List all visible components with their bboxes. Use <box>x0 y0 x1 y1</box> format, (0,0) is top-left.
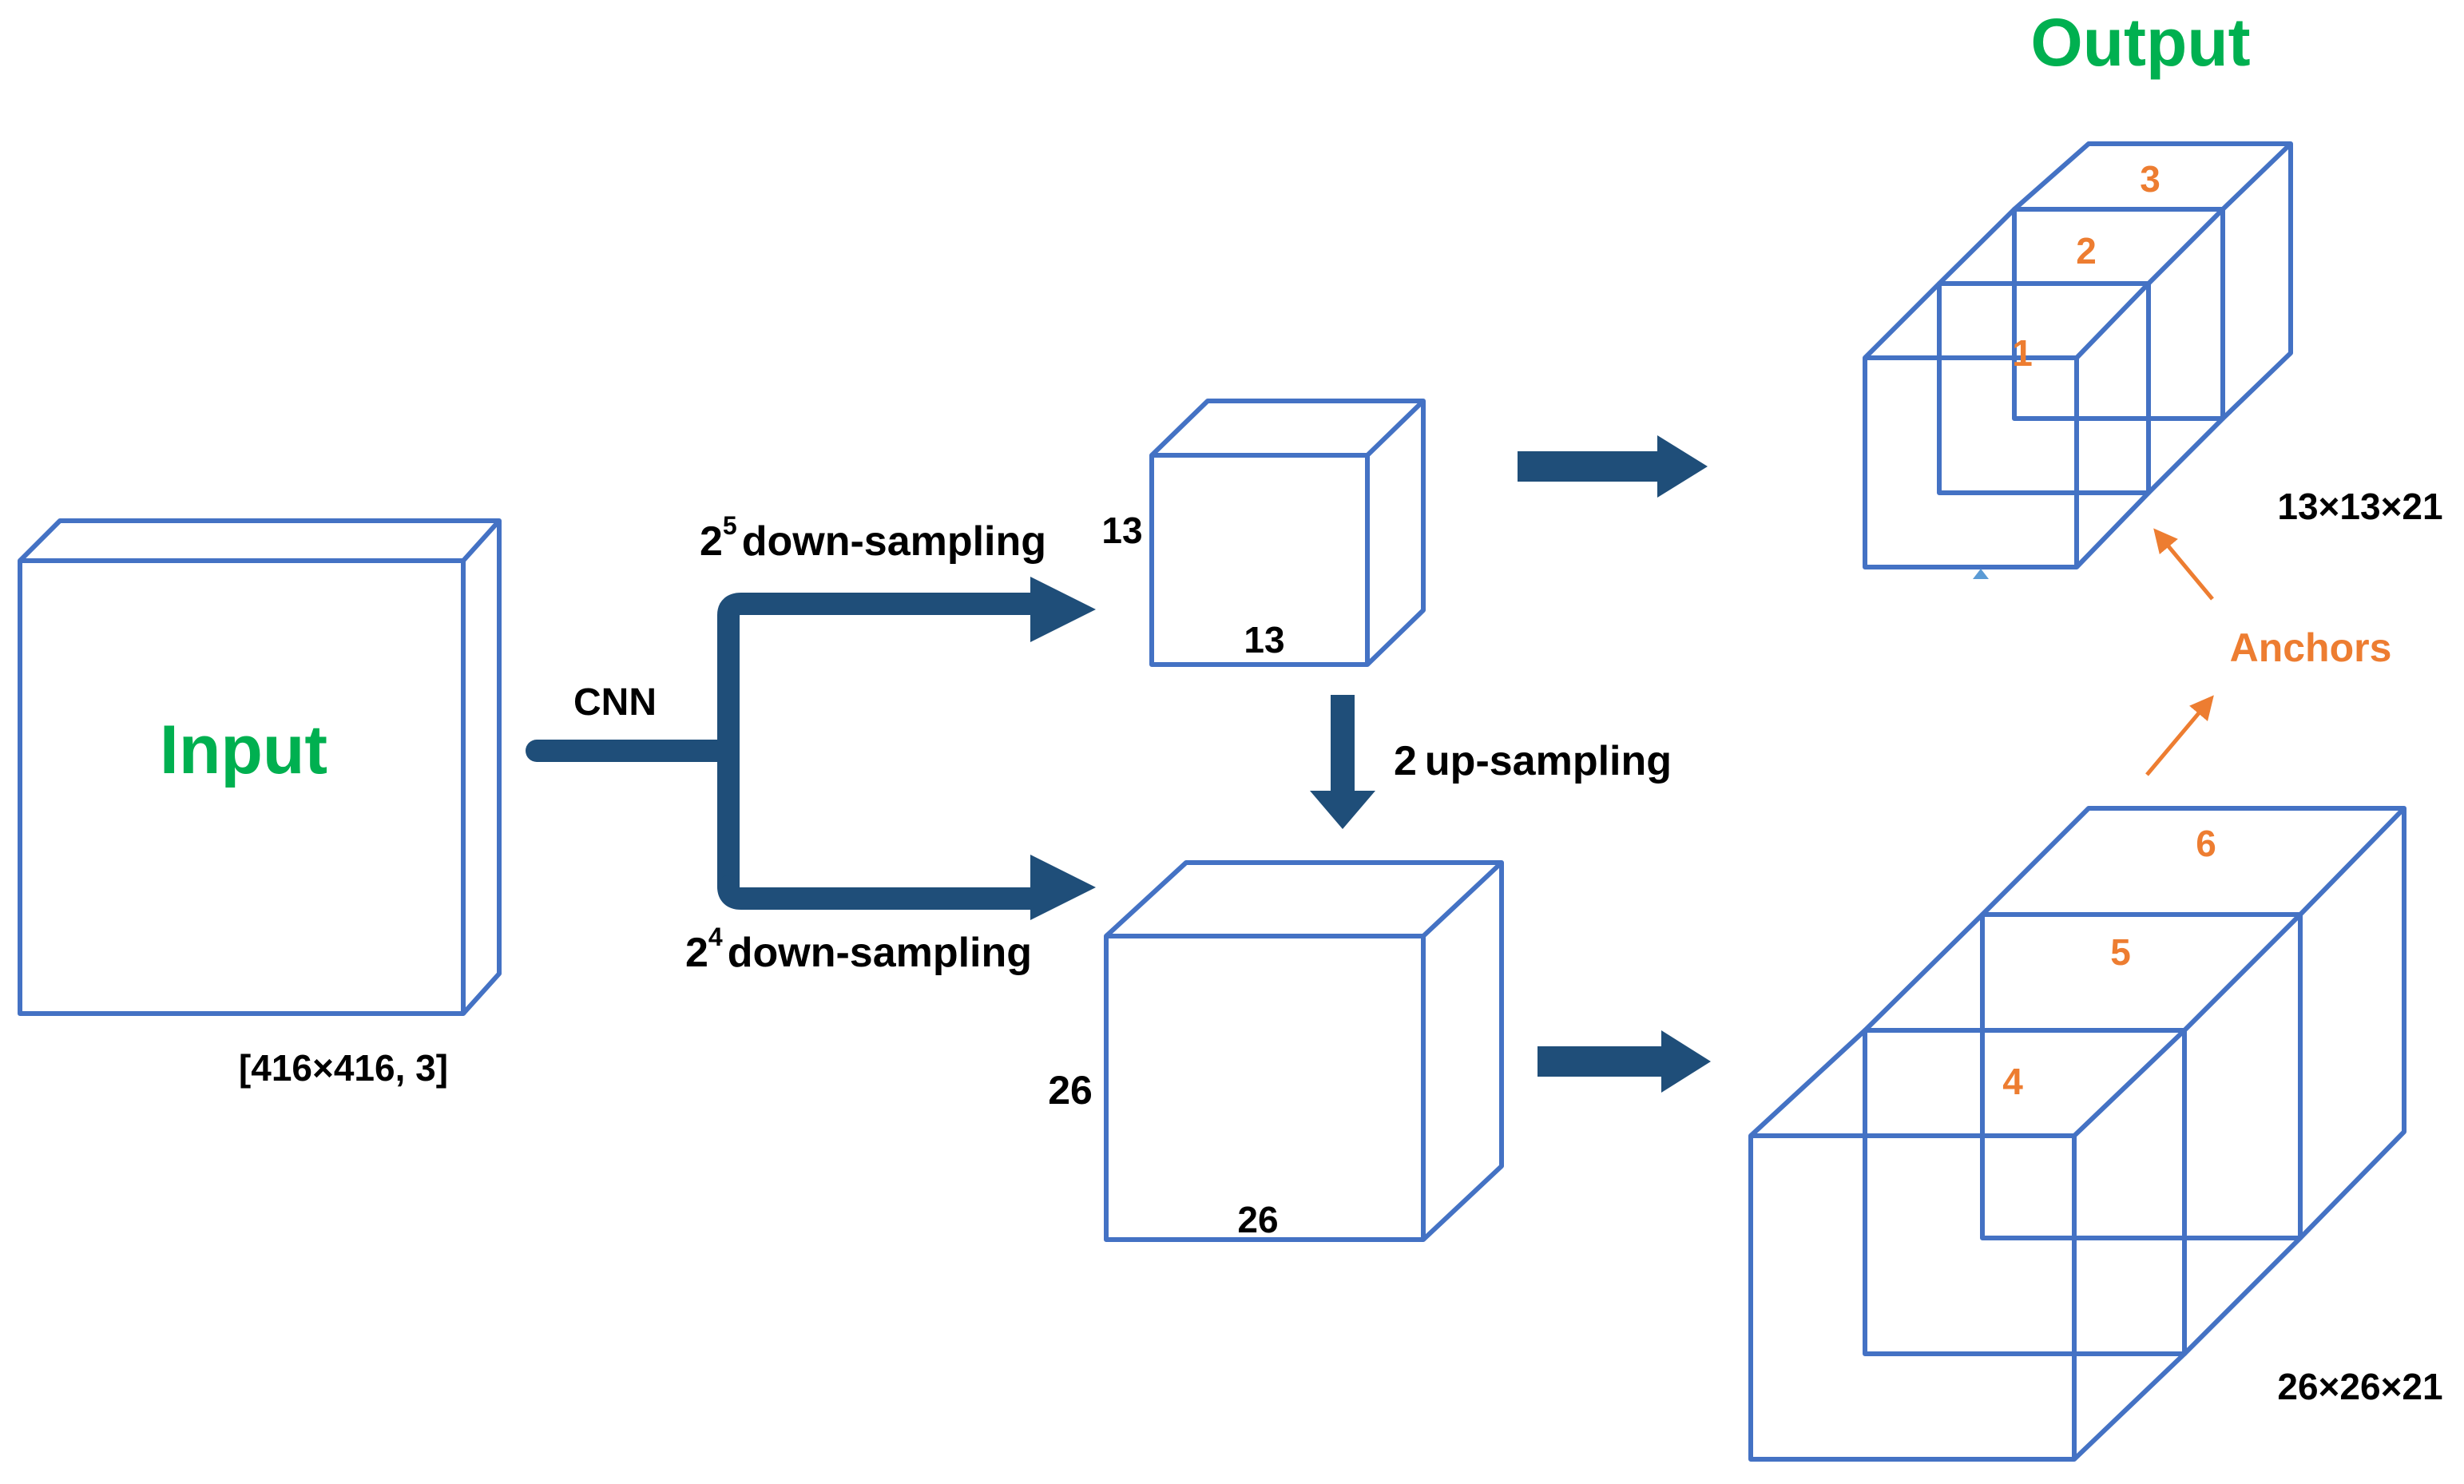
up-sampling-text: up-sampling <box>1425 738 1672 784</box>
anchors-pointer-arrows <box>2145 528 2214 776</box>
down-sampling-bottom-text: down-sampling <box>728 930 1032 976</box>
anchor-label-1: 1 <box>2012 332 2033 374</box>
output-13-dims: 13×13×21 <box>2277 486 2442 527</box>
arrowheads-down-sampling <box>1030 577 1096 920</box>
output-26-dims: 26×26×21 <box>2277 1366 2442 1407</box>
down-sampling-top-exponent: 5 <box>723 511 737 540</box>
arrows-to-outputs <box>1518 435 1711 1093</box>
down-sampling-top-base: 2 <box>700 518 723 565</box>
anchor-label-4: 4 <box>2002 1061 2023 1102</box>
cube-26-left-dim: 26 <box>1048 1068 1093 1113</box>
output-title: Output <box>2030 5 2250 80</box>
up-sampling-factor: 2 <box>1394 738 1417 784</box>
input-label: Input <box>160 712 327 788</box>
down-sampling-bottom-base: 2 <box>685 930 708 976</box>
down-sampling-bottom-exponent: 4 <box>708 923 723 951</box>
up-sampling-arrow <box>1310 695 1375 829</box>
cnn-label: CNN <box>573 681 657 724</box>
feature-cube-13 <box>1149 399 1426 667</box>
cube-13-bottom-dim: 13 <box>1244 619 1284 661</box>
anchor-label-2: 2 <box>2076 230 2097 272</box>
anchor-label-5: 5 <box>2110 931 2131 973</box>
output-cube-26 <box>1748 806 2406 1462</box>
feature-cube-26 <box>1104 860 1504 1242</box>
anchor-label-6: 6 <box>2196 823 2216 864</box>
input-size-label: [416×416, 3] <box>239 1047 448 1089</box>
cnn-connector <box>526 593 1049 910</box>
output-cube-13 <box>1863 141 2293 569</box>
anchors-label: Anchors <box>2230 625 2392 670</box>
small-tick-mark <box>1973 569 1989 579</box>
cube-13-left-dim: 13 <box>1101 510 1142 551</box>
cube-26-bottom-dim: 26 <box>1237 1199 1278 1240</box>
anchor-label-3: 3 <box>2140 158 2160 200</box>
input-box <box>18 518 502 1016</box>
down-sampling-top-text: down-sampling <box>742 518 1046 565</box>
